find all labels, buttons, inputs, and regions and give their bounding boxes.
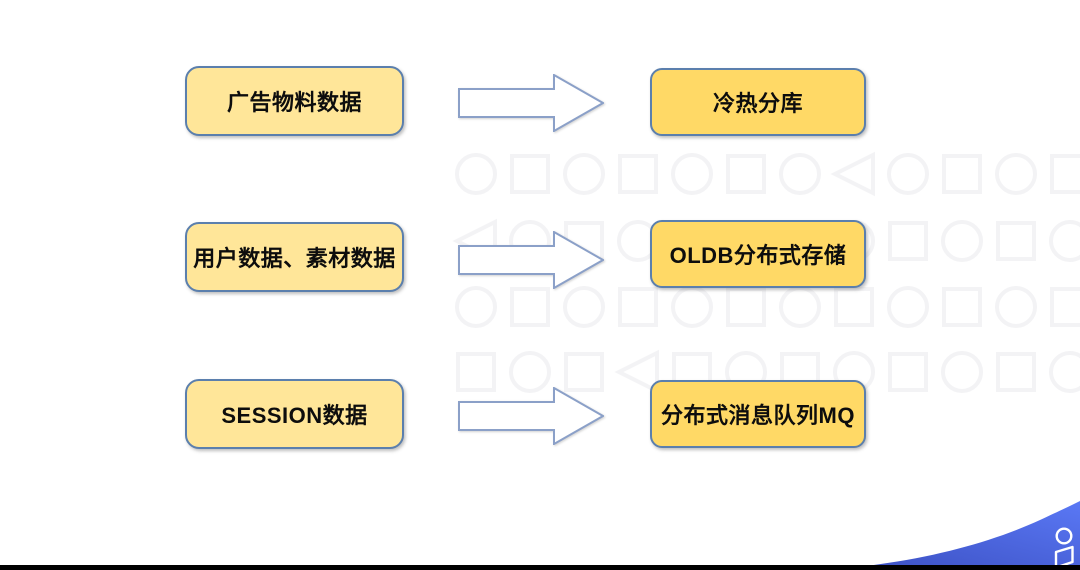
target-box-label: 分布式消息队列MQ [661,403,855,428]
target-box-cold-hot-db: 冷热分库 [650,68,866,136]
target-box-label: OLDB分布式存储 [669,243,847,268]
right-arrow-icon [458,387,604,445]
right-arrow-icon [458,231,604,289]
source-box-user-material-data: 用户数据、素材数据 [185,222,404,292]
target-box-mq: 分布式消息队列MQ [650,380,866,448]
source-box-session-data: SESSION数据 [185,379,404,449]
bottom-edge-bar [0,565,1080,570]
target-box-oldb-storage: OLDB分布式存储 [650,220,866,288]
source-box-ad-material: 广告物料数据 [185,66,404,136]
target-box-label: 冷热分库 [712,91,803,116]
source-box-label: SESSION数据 [221,403,368,428]
right-arrow-icon [458,74,604,132]
source-box-label: 用户数据、素材数据 [193,246,396,271]
source-box-label: 广告物料数据 [226,90,362,115]
